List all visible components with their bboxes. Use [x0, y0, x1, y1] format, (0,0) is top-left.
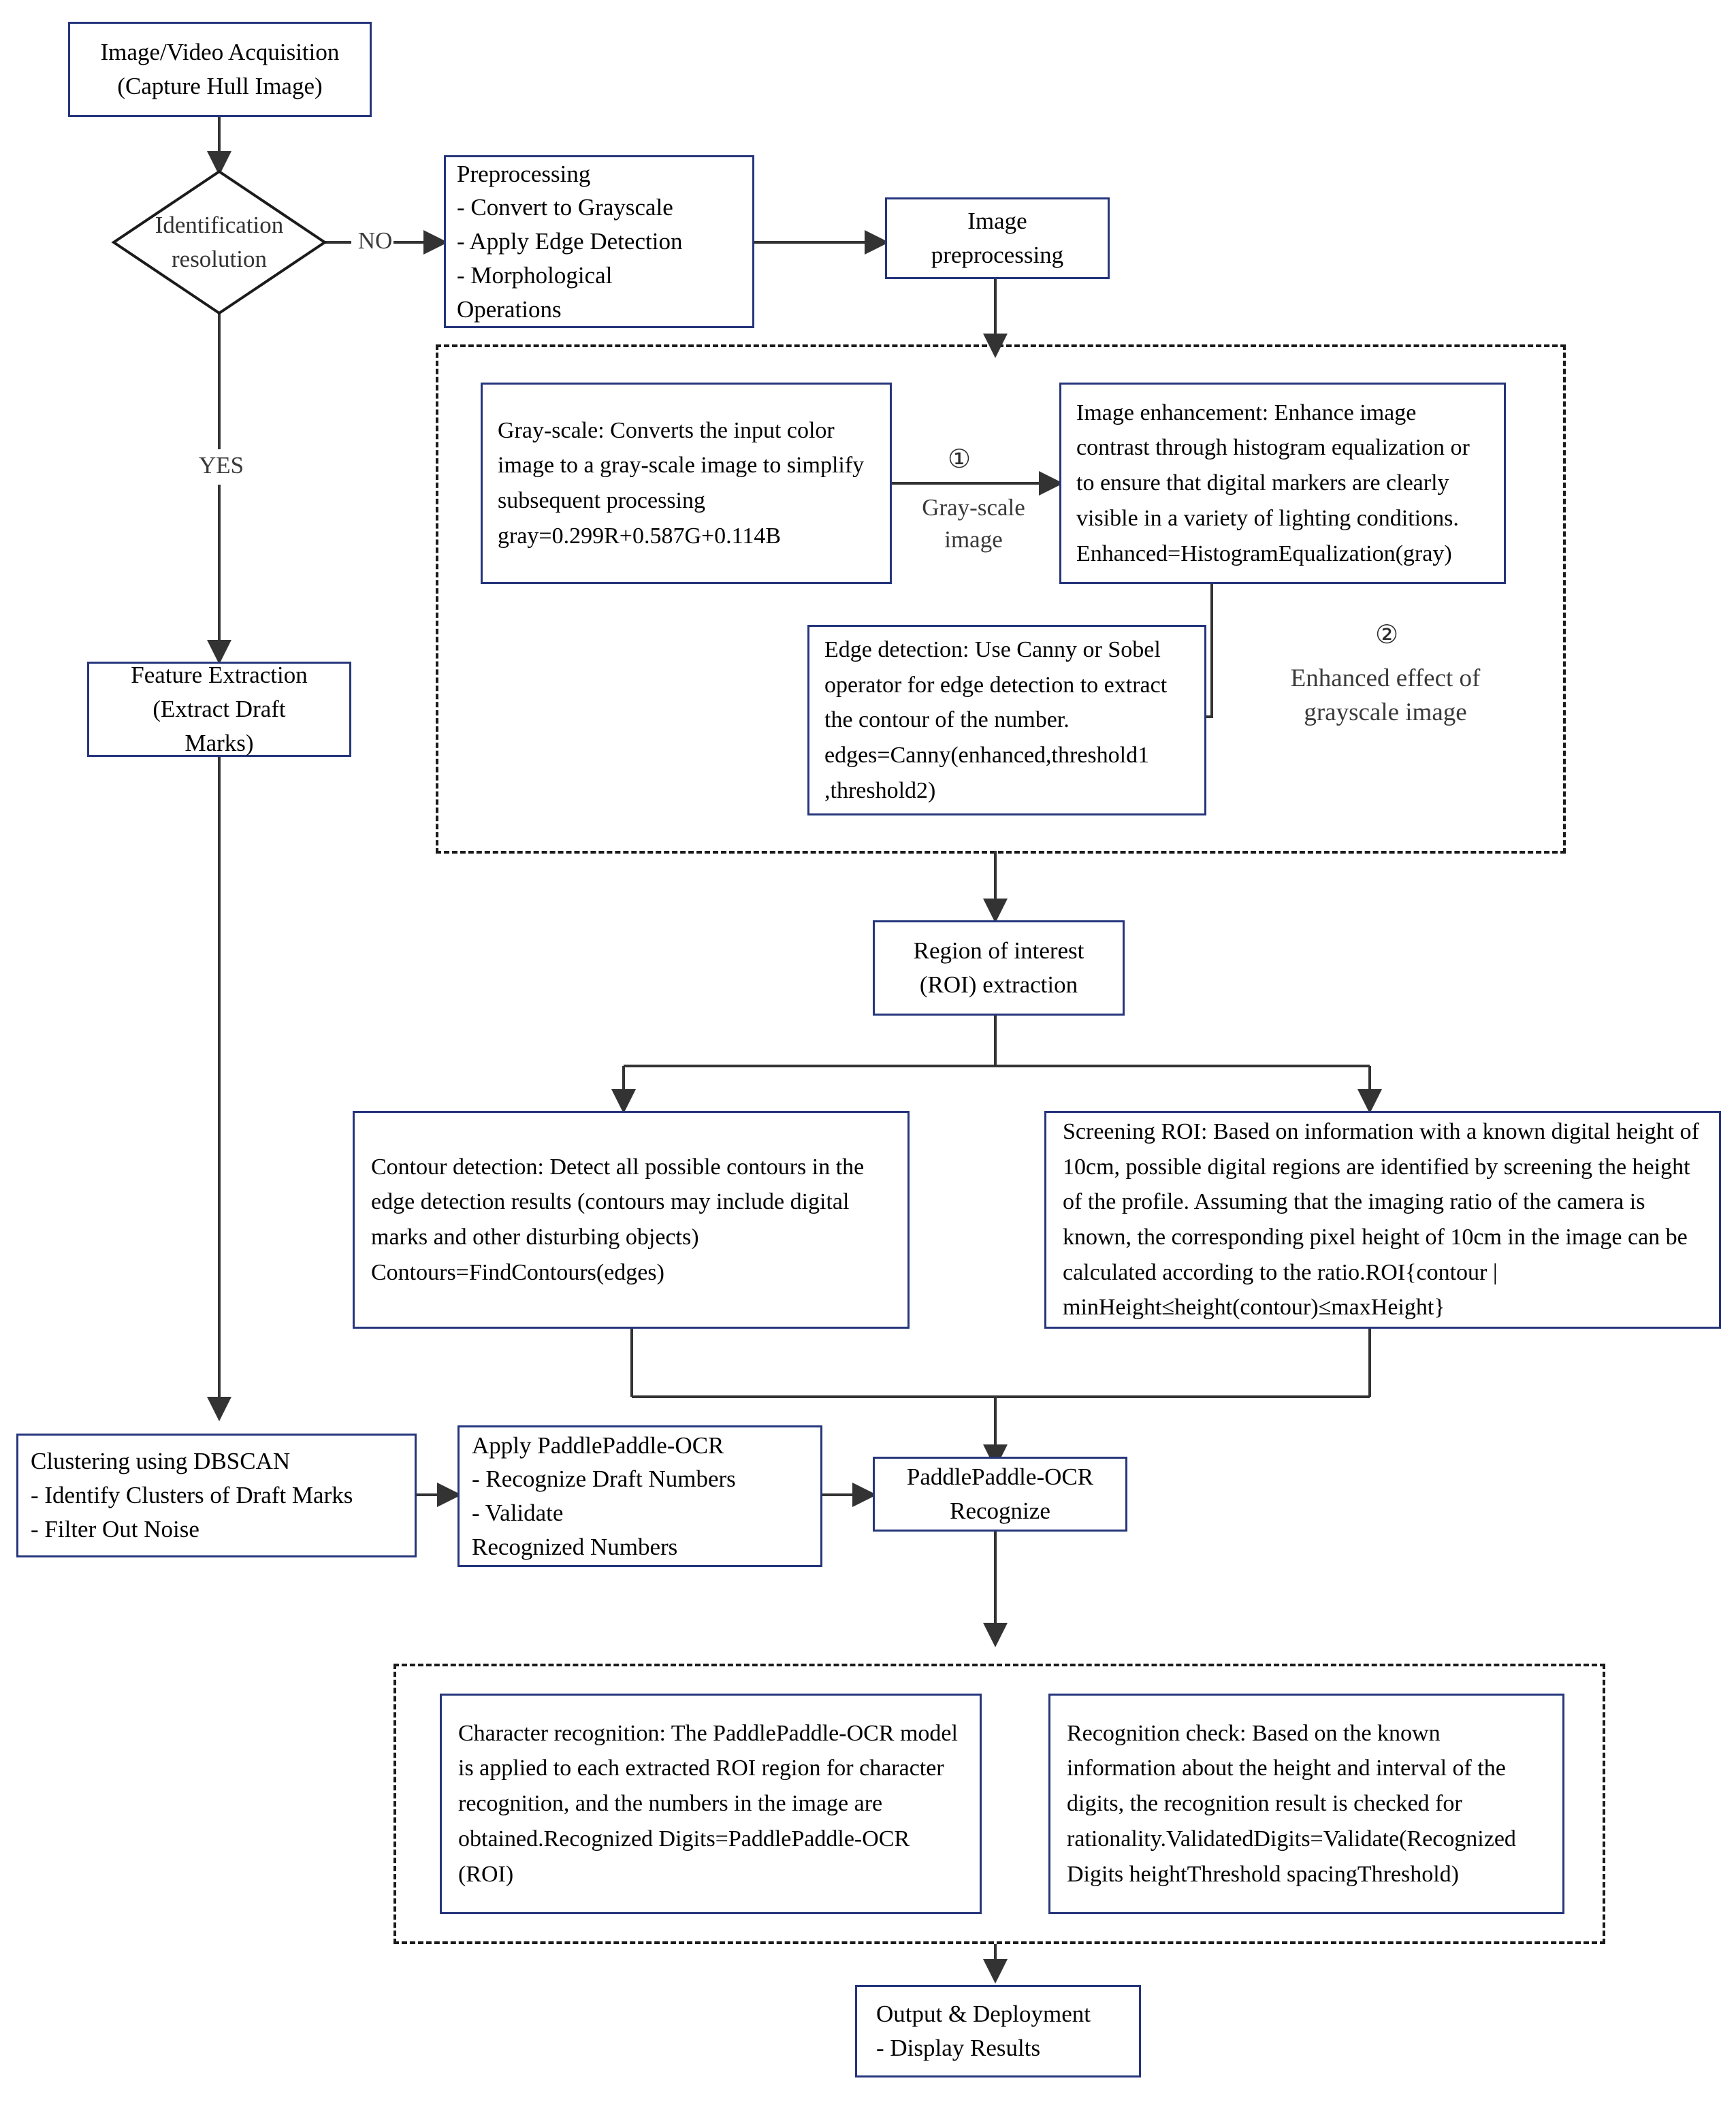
node-recognition-check-label: Recognition check: Based on the known in…	[1067, 1720, 1516, 1887]
node-image-preprocessing-label: Image preprocessing	[931, 208, 1064, 268]
node-paddleocr-recognize-label: PaddlePaddle-OCR Recognize	[906, 1464, 1094, 1524]
node-image-video-acquisition[interactable]: Image/Video Acquisition (Capture Hull Im…	[68, 22, 372, 117]
node-image-video-acquisition-label: Image/Video Acquisition (Capture Hull Im…	[100, 39, 340, 99]
node-roi-extraction[interactable]: Region of interest (ROI) extraction	[873, 920, 1125, 1016]
node-contour-detection[interactable]: Contour detection: Detect all possible c…	[353, 1111, 910, 1329]
node-preprocessing-label: Preprocessing - Convert to Grayscale - A…	[457, 160, 683, 323]
node-output-deployment[interactable]: Output & Deployment - Display Results	[855, 1985, 1141, 2077]
edge-label-yes: YES	[198, 452, 244, 479]
node-contour-detection-label: Contour detection: Detect all possible c…	[371, 1154, 865, 1285]
node-edge-detection[interactable]: Edge detection: Use Canny or Sobel opera…	[807, 625, 1206, 815]
edge-label-no: NO	[357, 227, 393, 254]
node-edge-detection-label: Edge detection: Use Canny or Sobel opera…	[824, 636, 1168, 803]
node-feature-extraction-label: Feature Extraction (Extract Draft Marks)	[131, 662, 308, 756]
node-image-preprocessing[interactable]: Image preprocessing	[885, 197, 1110, 279]
node-feature-extraction[interactable]: Feature Extraction (Extract Draft Marks)	[87, 662, 351, 757]
node-output-deployment-label: Output & Deployment - Display Results	[876, 2001, 1091, 2061]
edge-label-enhanced-effect: Enhanced effect of grayscale image	[1290, 664, 1481, 726]
node-identification-resolution[interactable]: Identification resolution	[114, 172, 325, 313]
node-screening-roi[interactable]: Screening ROI: Based on information with…	[1044, 1111, 1721, 1329]
edge-label-step-one: ①	[948, 445, 971, 474]
node-identification-resolution-label: Identification resolution	[155, 212, 284, 272]
node-clustering-dbscan[interactable]: Clustering using DBSCAN - Identify Clust…	[16, 1434, 417, 1557]
node-clustering-dbscan-label: Clustering using DBSCAN - Identify Clust…	[31, 1448, 353, 1542]
edge-label-step-two: ②	[1375, 621, 1399, 649]
node-grayscale-label: Gray-scale: Converts the input color ima…	[498, 417, 865, 549]
node-image-enhancement-label: Image enhancement: Enhance image contras…	[1076, 400, 1470, 566]
node-preprocessing[interactable]: Preprocessing - Convert to Grayscale - A…	[444, 155, 754, 328]
node-roi-extraction-label: Region of interest (ROI) extraction	[913, 937, 1084, 998]
node-apply-paddleocr[interactable]: Apply PaddlePaddle-OCR - Recognize Draft…	[457, 1425, 822, 1567]
node-grayscale[interactable]: Gray-scale: Converts the input color ima…	[481, 383, 892, 584]
edge-label-grayscale-image: Gray-scale image	[922, 494, 1025, 553]
node-character-recognition-label: Character recognition: The PaddlePaddle-…	[458, 1720, 958, 1887]
recognition-group-container	[393, 1664, 1605, 1944]
node-paddleocr-recognize[interactable]: PaddlePaddle-OCR Recognize	[873, 1457, 1127, 1532]
node-recognition-check[interactable]: Recognition check: Based on the known in…	[1048, 1694, 1564, 1914]
node-apply-paddleocr-label: Apply PaddlePaddle-OCR - Recognize Draft…	[472, 1432, 736, 1560]
node-character-recognition[interactable]: Character recognition: The PaddlePaddle-…	[440, 1694, 982, 1914]
node-screening-roi-label: Screening ROI: Based on information with…	[1063, 1118, 1699, 1321]
node-image-enhancement[interactable]: Image enhancement: Enhance image contras…	[1059, 383, 1506, 584]
